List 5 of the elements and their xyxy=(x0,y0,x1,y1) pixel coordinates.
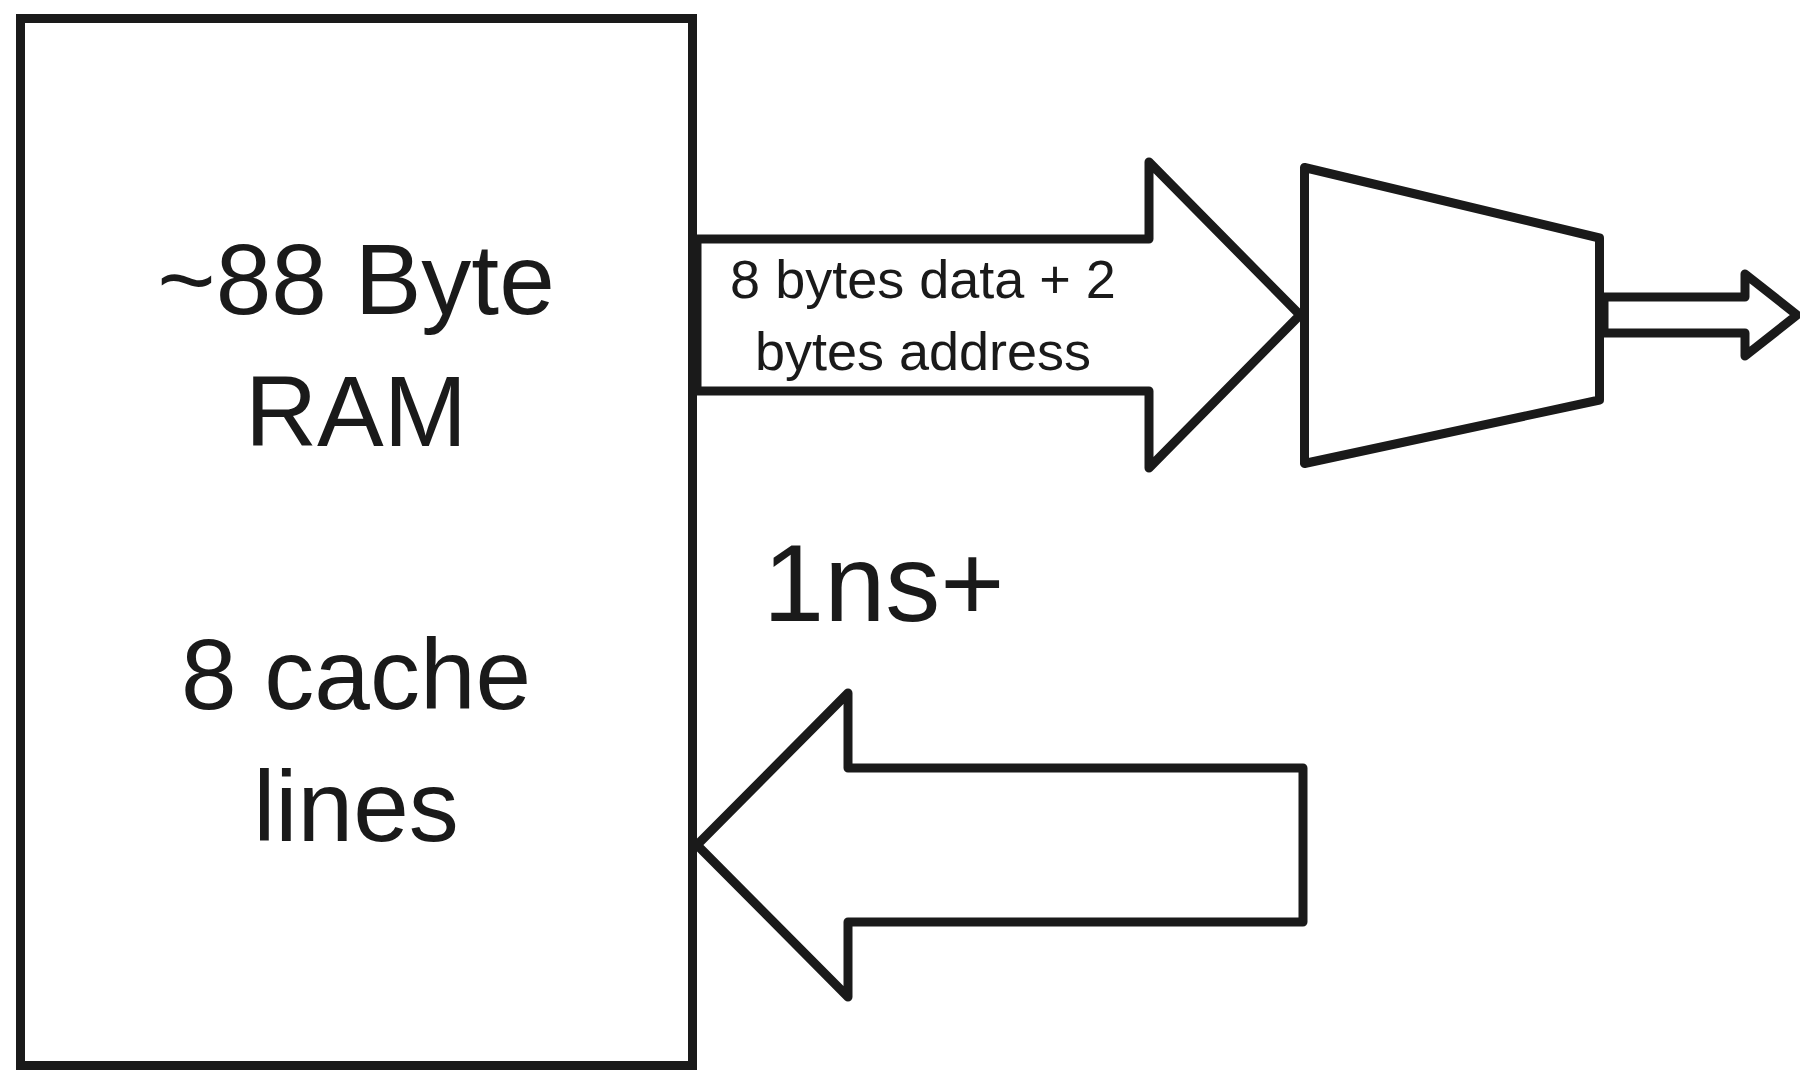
edge-label: 8 bytes data + 2 bytes address xyxy=(729,248,1117,383)
memory-label: ~88 Byte RAM xyxy=(156,222,556,469)
memory-label: 8 cache lines xyxy=(179,617,533,864)
memory-box xyxy=(16,14,697,1070)
latency-label: 1ns+ xyxy=(763,528,1005,638)
